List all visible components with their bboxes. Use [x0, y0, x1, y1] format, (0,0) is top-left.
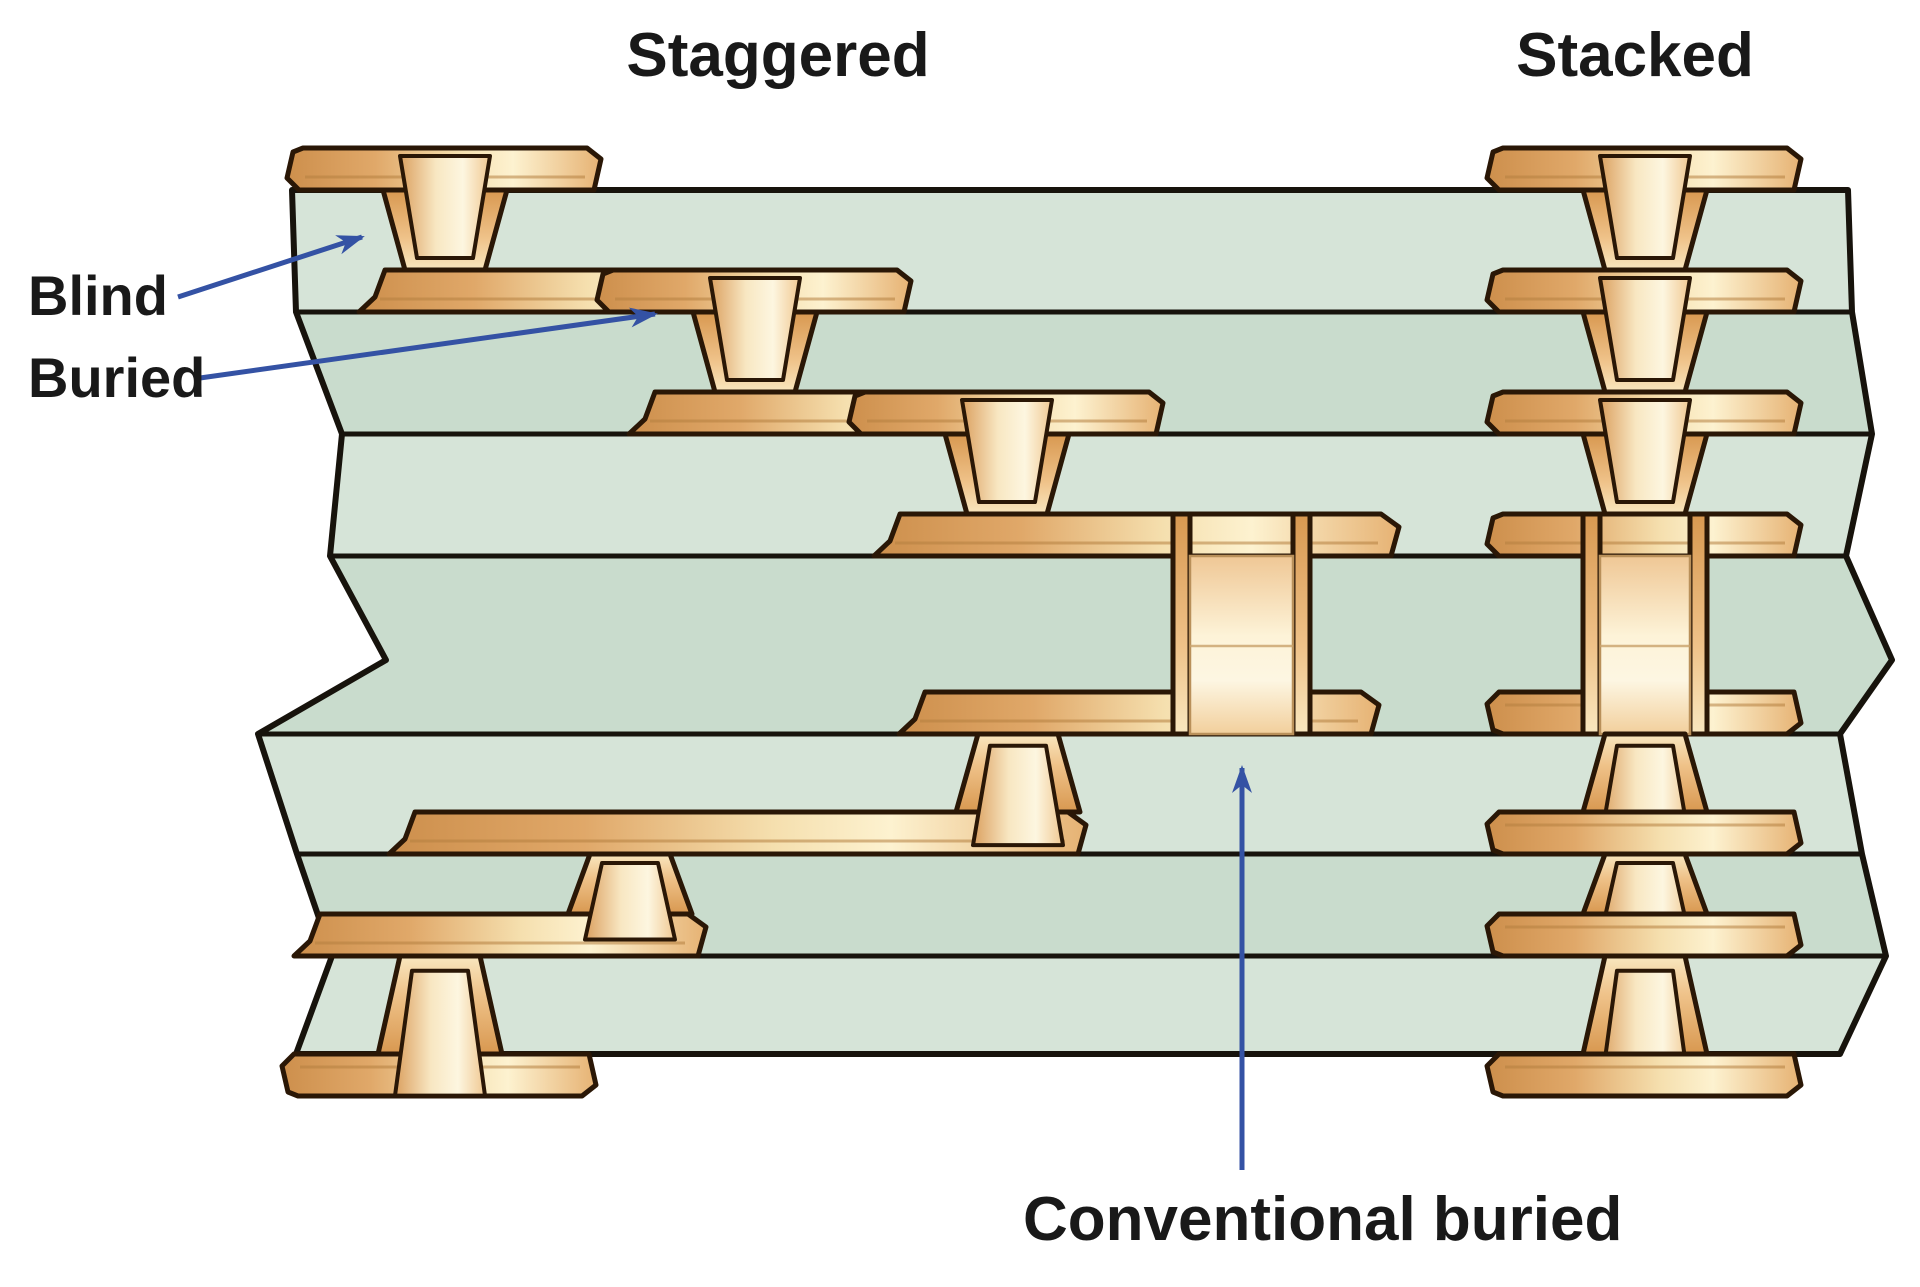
staggered-title: Staggered: [626, 21, 929, 90]
copper-trace-l6: [386, 809, 1089, 857]
stacked-via-column: [1487, 148, 1801, 1096]
annotation-arrows: [177, 234, 1252, 1170]
buried-microvia-l5: [956, 734, 1080, 845]
conventional-buried-via-staggered: [1170, 511, 1313, 737]
buried-arrow: [199, 307, 658, 381]
buried-microvia-l6: [568, 854, 692, 940]
staggered-via-column: [282, 148, 1402, 1096]
copper-trace-l3: [871, 511, 1402, 559]
stacked-title: Stacked: [1516, 21, 1754, 90]
buried-label: Buried: [28, 346, 205, 409]
blind-arrow: [177, 234, 365, 300]
blind-label: Blind: [28, 264, 168, 327]
conventional-buried-label: Conventional buried: [1023, 1185, 1622, 1254]
conventional-buried-via-stacked: [1487, 511, 1801, 737]
